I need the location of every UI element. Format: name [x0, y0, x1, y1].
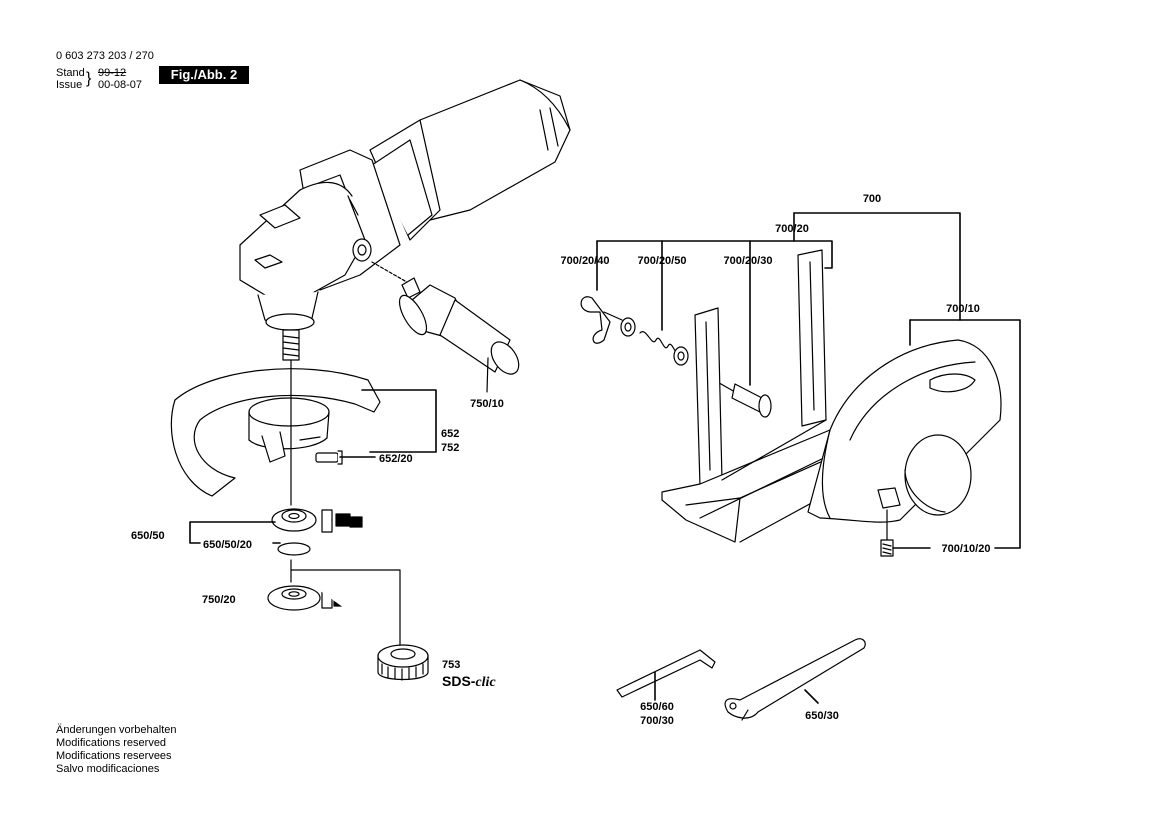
- side-handle: [371, 261, 520, 393]
- note-de: Änderungen vorbehalten: [56, 724, 177, 736]
- wing-screw: [580, 296, 636, 344]
- compression-spring: [639, 331, 689, 366]
- wheel-guard: [170, 368, 381, 497]
- pin-spanner: [724, 638, 866, 721]
- sds-clic-label: SDS-clic: [442, 673, 496, 691]
- sds-clic-nut: [290, 569, 429, 681]
- label-750-20: 750/20: [202, 594, 236, 606]
- label-753: 753: [442, 659, 460, 671]
- callout-lines: [189, 212, 1021, 704]
- label-700-20-50: 700/20/50: [638, 255, 687, 267]
- note-fr: Modifications reservees: [56, 750, 172, 762]
- label-752: 752: [441, 442, 459, 454]
- old-date: 99-12: [98, 67, 127, 79]
- mounting-flange: [271, 508, 317, 556]
- doc-number: 0 603 273 203 / 270: [56, 50, 154, 62]
- label-650-50-20: 650/50/20: [203, 539, 252, 551]
- clamping-nut: [267, 559, 321, 611]
- issue-label: Issue: [56, 79, 83, 91]
- note-en: Modifications reserved: [56, 737, 167, 749]
- label-700-20-30: 700/20/30: [724, 255, 773, 267]
- sds-prefix: SDS-: [442, 673, 476, 689]
- modification-notes: Änderungen vorbehalten Modifications res…: [56, 724, 176, 776]
- figure-label: Fig./Abb. 2: [159, 66, 249, 84]
- guard-screw: [880, 509, 894, 557]
- flange-orientation-icon: [321, 509, 363, 533]
- note-es: Salvo modificaciones: [56, 763, 160, 775]
- guide-rail: [661, 249, 873, 543]
- label-700: 700: [863, 193, 881, 205]
- label-652: 652: [441, 428, 459, 440]
- label-700-30: 700/30: [640, 715, 674, 727]
- label-750-10: 750/10: [470, 398, 504, 410]
- label-650-30: 650/30: [805, 710, 839, 722]
- label-652-20: 652/20: [379, 453, 413, 465]
- label-700-20-40: 700/20/40: [561, 255, 610, 267]
- label-700-10: 700/10: [946, 303, 980, 315]
- stand-label: Stand: [56, 67, 85, 79]
- part-labels: 700 700/20 700/20/40 700/20/50 700/20/30…: [131, 193, 990, 727]
- hex-key: [616, 649, 716, 698]
- label-700-20: 700/20: [775, 223, 809, 235]
- sds-suffix: clic: [475, 675, 496, 690]
- angle-grinder-illustration: [239, 79, 571, 331]
- brace-icon: }: [86, 70, 92, 87]
- cutting-guard: [807, 339, 1002, 523]
- guide-bolt: [699, 371, 772, 418]
- spindle-thread: [282, 329, 300, 361]
- label-700-10-20: 700/10/20: [942, 543, 991, 555]
- label-650-60: 650/60: [640, 701, 674, 713]
- issue-date: 00-08-07: [98, 79, 143, 91]
- label-650-50: 650/50: [131, 530, 165, 542]
